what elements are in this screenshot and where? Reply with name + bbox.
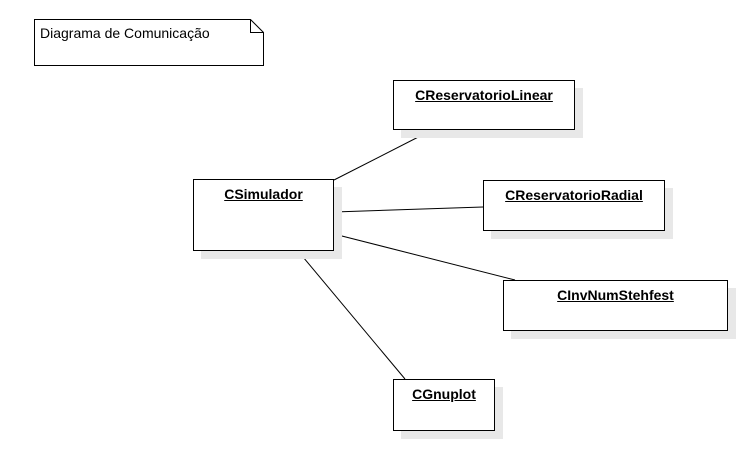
object-label: CReservatorioRadial bbox=[505, 187, 643, 203]
link-simulador-inv-num-stehfest bbox=[333, 233, 516, 281]
link-simulador-reservatorio-linear bbox=[333, 129, 433, 181]
object-cinvnumstehfest[interactable]: CInvNumStehfest bbox=[503, 280, 728, 331]
note-text: Diagrama de Comunicação bbox=[40, 25, 210, 41]
object-label: CReservatorioLinear bbox=[415, 87, 553, 103]
object-label: CSimulador bbox=[224, 186, 303, 202]
object-creservatoriolinear[interactable]: CReservatorioLinear bbox=[393, 80, 575, 130]
link-simulador-gnuplot bbox=[297, 250, 406, 380]
object-csimulador[interactable]: CSimulador bbox=[193, 179, 334, 251]
object-label: CInvNumStehfest bbox=[557, 287, 674, 303]
object-label: CGnuplot bbox=[412, 386, 476, 402]
diagram-title-note: Diagrama de Comunicação bbox=[34, 19, 264, 66]
object-cgnuplot[interactable]: CGnuplot bbox=[393, 379, 495, 431]
link-simulador-reservatorio-radial bbox=[333, 206, 484, 213]
note-shape bbox=[34, 19, 264, 66]
object-creservatorioradial[interactable]: CReservatorioRadial bbox=[483, 180, 665, 231]
